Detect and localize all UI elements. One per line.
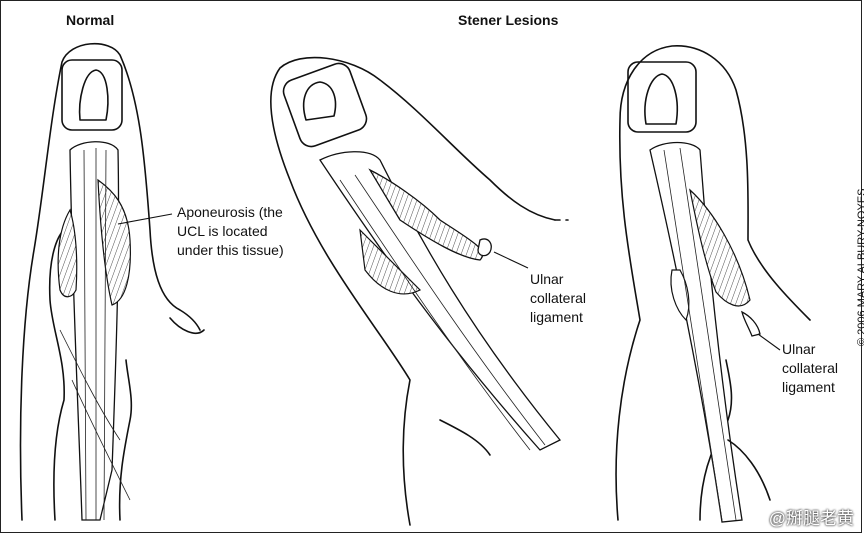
watermark-text: @掰腿老黄 (768, 509, 854, 528)
normal-heading: Normal (66, 12, 115, 28)
ucl-label-right: Ulnar collateral ligament (782, 341, 839, 395)
stener-thumb-drawing-middle (270, 56, 569, 526)
normal-thumb-drawing (19, 42, 205, 521)
stener-thumb-drawing-right (615, 45, 811, 523)
stener-heading: Stener Lesions (458, 12, 559, 28)
ucl-middle-leader (493, 251, 529, 269)
ucl-label-middle: Ulnar collateral ligament (530, 271, 587, 325)
ucl-right-leader (757, 333, 781, 351)
aponeurosis-label: Aponeurosis (the UCL is located under th… (177, 204, 284, 258)
copyright-text: © 2006 MARY ALBURY-NOYES (856, 188, 864, 346)
aponeurosis-leader (117, 213, 173, 225)
